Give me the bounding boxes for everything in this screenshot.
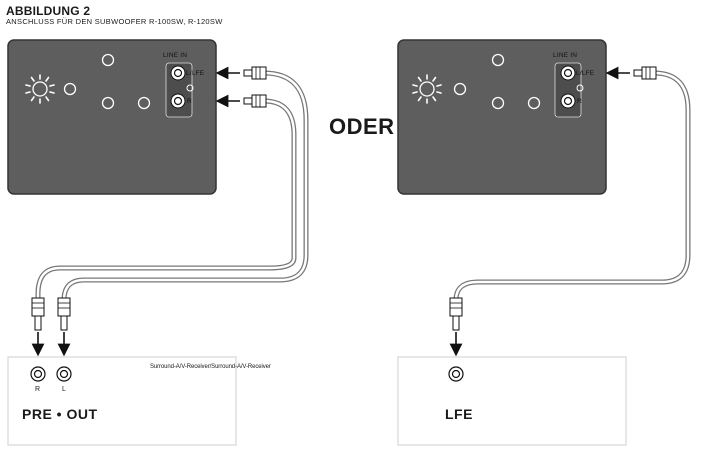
receiver-r-jack-icon: [30, 366, 46, 382]
right-led-icon: [576, 84, 584, 92]
left-top-plugs-icon: [243, 66, 267, 108]
receiver-lfe-jack-icon: [448, 366, 464, 382]
right-volume-knob-icon: [412, 74, 442, 104]
figure-subtitle: ANSCHLUSS FÜR DEN SUBWOOFER R-100SW, R-1…: [6, 17, 223, 26]
right-top-plug-icon: [633, 66, 657, 80]
separator-text: ODER: [329, 114, 395, 139]
right-bottom-plug-icon: [449, 297, 463, 331]
left-led-icon: [186, 84, 194, 92]
receiver-l-label: L: [62, 386, 66, 393]
right-line-in-label: LINE IN: [553, 52, 578, 59]
left-line-in-label: LINE IN: [163, 52, 188, 59]
left-volume-knob-icon: [25, 74, 55, 104]
right-knob-5-icon: [527, 96, 541, 110]
left-r-label: R: [187, 98, 192, 105]
right-subwoofer-panel: [397, 39, 607, 195]
left-bottom-plugs-icon: [31, 297, 71, 331]
receiver-note: Surround-A/V-Receiver/Surround-A/V-Recei…: [150, 364, 271, 370]
left-lfe-label: L/LFE: [186, 70, 205, 77]
right-lfe-jack-icon: [560, 65, 576, 81]
left-r-jack-icon: [170, 93, 186, 109]
right-receiver-box: [397, 356, 627, 446]
left-subwoofer-panel: [7, 39, 217, 195]
right-cable: [453, 70, 691, 303]
left-knob-5-icon: [137, 96, 151, 110]
right-knob-2-icon: [453, 82, 467, 96]
receiver-r-label: R: [35, 386, 41, 393]
left-lfe-jack-icon: [170, 65, 186, 81]
right-lfe-label: L/LFE: [576, 70, 595, 77]
left-knob-3-icon: [101, 53, 115, 67]
left-receiver-box: [7, 356, 237, 446]
pre-out-label: PRE • OUT: [22, 406, 98, 422]
right-knob-3-icon: [491, 53, 505, 67]
left-knob-2-icon: [63, 82, 77, 96]
figure-title: ABBILDUNG 2: [6, 4, 91, 18]
lfe-label: LFE: [445, 406, 473, 422]
receiver-l-jack-icon: [56, 366, 72, 382]
left-cables: [35, 70, 309, 303]
right-r-label: R: [577, 98, 582, 105]
left-knob-4-icon: [101, 96, 115, 110]
right-r-jack-icon: [560, 93, 576, 109]
right-knob-4-icon: [491, 96, 505, 110]
